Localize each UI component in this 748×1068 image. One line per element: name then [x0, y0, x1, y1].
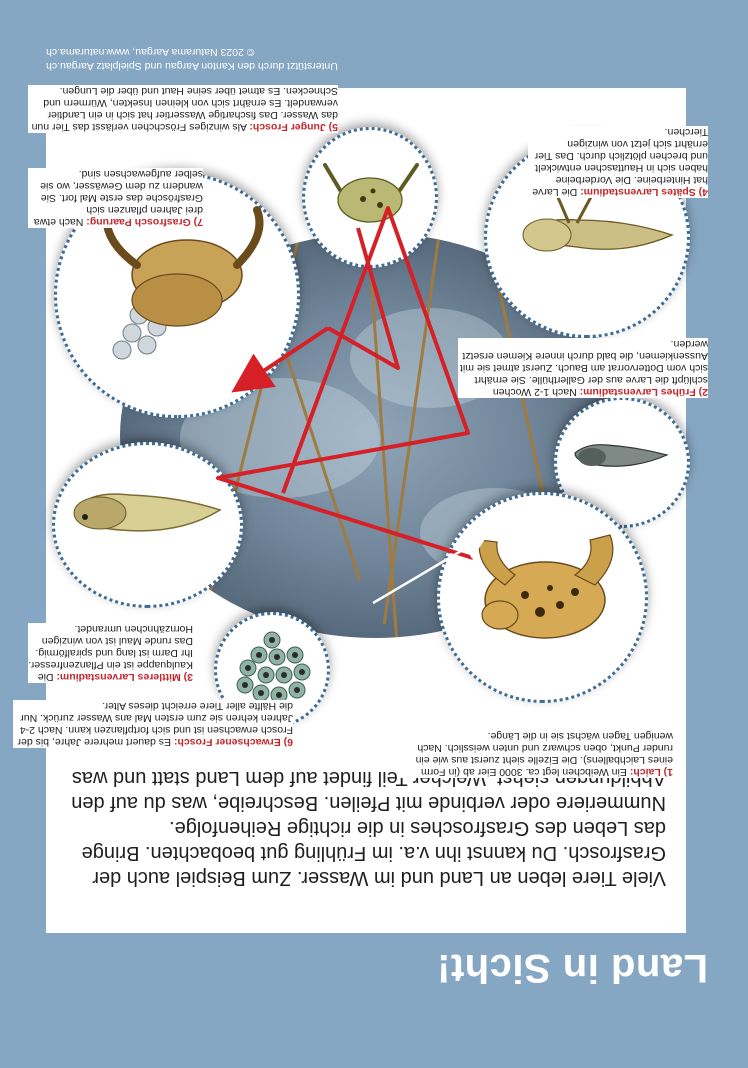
stage-4-title: 4) Spätes Larvenstadium:	[580, 186, 708, 198]
stage-2-text: 2) Frühes Larvenstadium: Nach 1-2 Wochen…	[458, 338, 708, 398]
credits-line-1: Unterstützt durch den Kanton Aargau und …	[46, 59, 338, 73]
credits-line-2: © 2023 Naturama Aargau, www.naturama.ch	[46, 45, 338, 59]
stage-6-title: 6) Erwachsener Frosch:	[174, 736, 293, 748]
tadpole-middle-icon	[55, 445, 240, 605]
credits: Unterstützt durch den Kanton Aargau und …	[46, 45, 338, 73]
stage-1-title: 1) Laich:	[630, 766, 673, 778]
stage-4-text: 4) Spätes Larvenstadium: Die Larve hat H…	[528, 126, 708, 198]
stage-3-bubble	[52, 442, 243, 608]
stage-5-text: 5) Junger Frosch: Als winziges Fröschche…	[28, 85, 338, 133]
stage-3-text: 3) Mittleres Larvenstadium: Die Kaulquap…	[28, 623, 193, 683]
adult-frog-icon	[440, 495, 645, 700]
stage-7-text: 7) Grasfrosch Paarung: Nach etwa drei Ja…	[28, 168, 203, 228]
stage-6-bubble	[437, 492, 648, 703]
stage-1-text: 1) Laich: Ein Weibchen legt ca. 3000 Eie…	[398, 730, 673, 778]
stage-2-title: 2) Frühes Larvenstadium:	[580, 386, 708, 398]
stage-5-title: 5) Junger Frosch:	[249, 121, 338, 133]
stage-7-title: 7) Grasfrosch Paarung:	[86, 216, 203, 228]
young-frog-icon	[305, 130, 435, 265]
stage-5-bubble	[302, 127, 438, 268]
stage-3-title: 3) Mittleres Larvenstadium:	[56, 671, 193, 683]
page-title: Land in Sicht!	[437, 945, 708, 990]
stage-6-text: 6) Erwachsener Frosch: Es dauert mehrere…	[13, 700, 293, 748]
